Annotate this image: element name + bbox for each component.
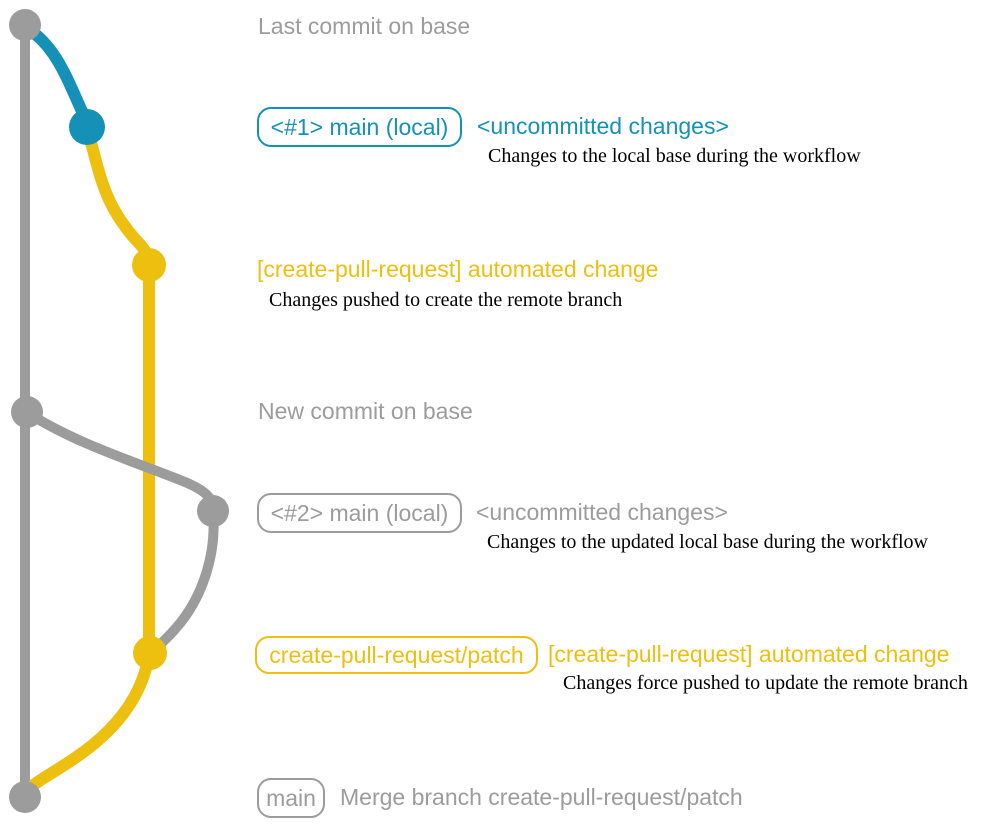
edge-automated-change-1 <box>82 126 155 271</box>
branch-badge-patch: create-pull-request/patch <box>255 636 538 674</box>
automated-change-label-2: [create-pull-request] automated change <box>548 641 950 667</box>
automated-change-description-1: Changes pushed to create the remote bran… <box>269 289 623 311</box>
last-commit-label: Last commit on base <box>258 13 471 39</box>
branch-badge-main-local-2: <#2> main (local) <box>257 493 462 533</box>
uncommitted-changes-label-2: <uncommitted changes> <box>476 499 728 525</box>
node-local-main-1 <box>69 109 105 145</box>
node-automated-change-2 <box>133 636 167 670</box>
node-automated-change-1 <box>132 248 166 282</box>
edge-local-2-to-patch <box>148 506 219 656</box>
edge-new-base-to-local-2 <box>23 408 218 516</box>
edge-local-main-1 <box>21 22 92 126</box>
automated-change-description-2: Changes force pushed to update the remot… <box>563 672 968 694</box>
edge-merge-into-main <box>20 649 155 798</box>
branch-badge-main: main <box>257 778 325 818</box>
node-local-main-2 <box>197 495 229 527</box>
uncommitted-changes-label-1: <uncommitted changes> <box>477 113 729 139</box>
node-last-commit <box>9 9 41 41</box>
node-merge-commit <box>9 781 41 813</box>
merge-commit-label: Merge branch create-pull-request/patch <box>340 784 743 810</box>
new-commit-label: New commit on base <box>258 398 473 424</box>
uncommitted-changes-description-2: Changes to the updated local base during… <box>487 531 928 553</box>
commit-graph <box>9 9 229 813</box>
branch-badge-main-local-1: <#1> main (local) <box>257 107 462 147</box>
uncommitted-changes-description-1: Changes to the local base during the wor… <box>488 145 861 167</box>
node-new-commit <box>11 396 43 428</box>
automated-change-label-1: [create-pull-request] automated change <box>257 256 659 282</box>
